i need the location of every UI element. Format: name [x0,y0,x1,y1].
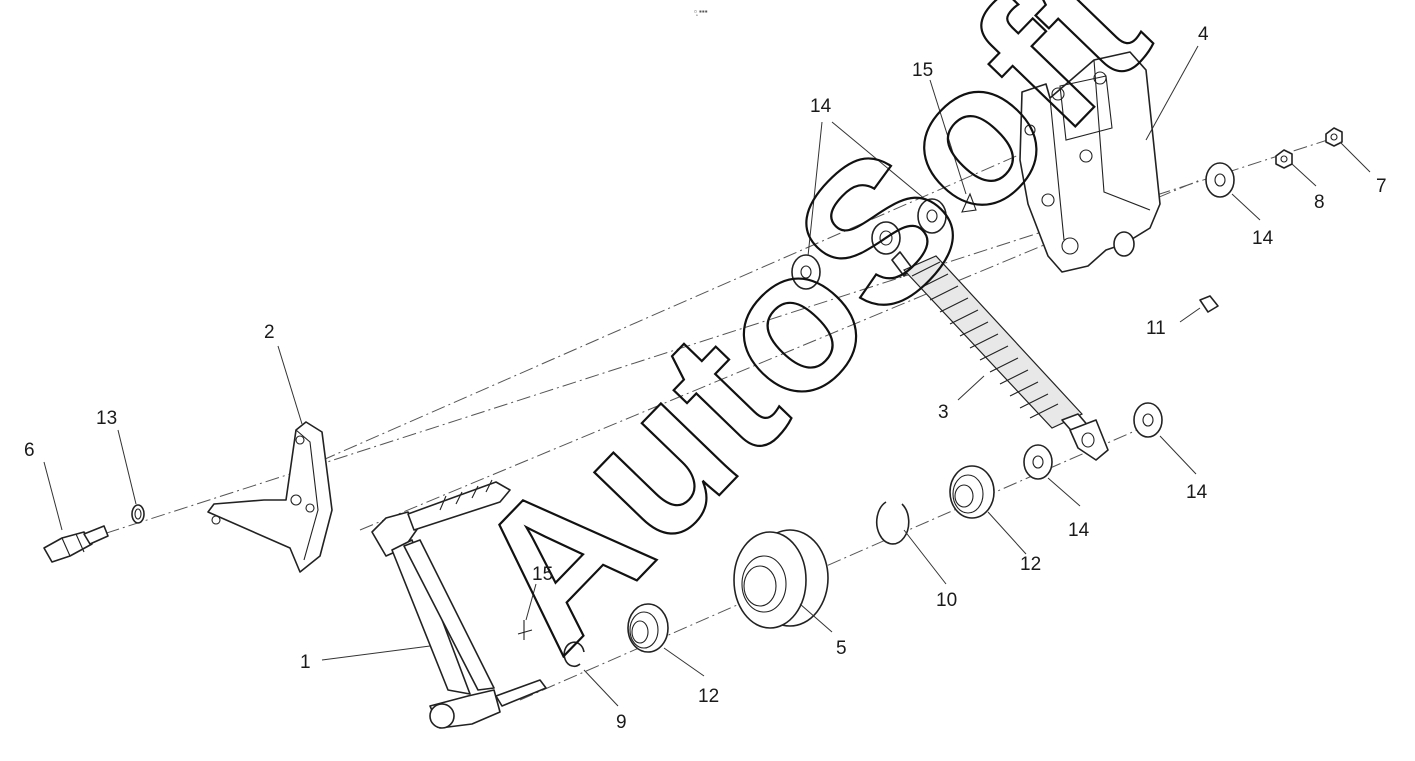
callout-11: 11 [1146,318,1166,339]
bearing-12-upper-part [949,465,995,519]
lever-1-part [371,479,547,729]
callout-14-lower: 14 [1068,520,1090,541]
callout-10: 10 [936,590,957,611]
washer-14-upper-left [791,254,821,290]
axis-upper-2 [299,149,1031,471]
nut-7-part [1325,127,1343,147]
snap-ring-9-part [563,641,585,668]
callout-3: 3 [938,402,949,423]
axis-lower [519,419,1161,701]
callout-labels: 1 2 3 4 5 6 7 8 9 10 11 12 12 13 14 14 1… [24,24,1387,733]
callout-7: 7 [1376,176,1387,197]
nut-13-part [131,504,145,524]
callout-15-upper: 15 [912,60,933,81]
bracket-4-part [1019,51,1161,273]
fitting-11-part [1199,295,1219,313]
callout-8: 8 [1314,192,1325,213]
bearing-12-lower-part [627,603,669,653]
pulley-5-part [733,529,829,629]
callout-6: 6 [24,440,35,461]
washer-14-upper-mid [917,198,947,234]
washer-14-far-right [1133,402,1163,438]
callout-2: 2 [264,322,275,343]
leader-lines [43,45,1371,707]
callout-14-far-right: 14 [1186,482,1208,503]
pin-15-lower-part [517,620,533,640]
bracket-2-part [207,421,333,573]
bolt-part [43,525,109,563]
callout-13: 13 [96,408,117,429]
top-caption: ▫̥ ▪▪▪ [694,7,708,16]
axis-middle [359,179,1201,531]
callout-4: 4 [1198,24,1209,45]
pin-15-upper-part [961,192,977,213]
callout-14-right: 14 [1252,228,1274,249]
nut-8-part [1275,149,1293,169]
callout-9: 9 [616,712,627,733]
spring-3-part [871,221,1109,461]
washer-14-right-lower [1023,444,1053,480]
callout-15-lower: 15 [532,564,553,585]
snap-ring-10-part [876,501,910,545]
callout-1: 1 [300,652,311,673]
washer-14-right-upper [1205,162,1235,198]
axis-upper [59,135,1341,549]
callout-12-lower: 12 [698,686,719,707]
callout-14-top: 14 [810,96,832,117]
callout-12-upper: 12 [1020,554,1041,575]
callout-5: 5 [836,638,847,659]
assembly-axes [59,135,1341,701]
